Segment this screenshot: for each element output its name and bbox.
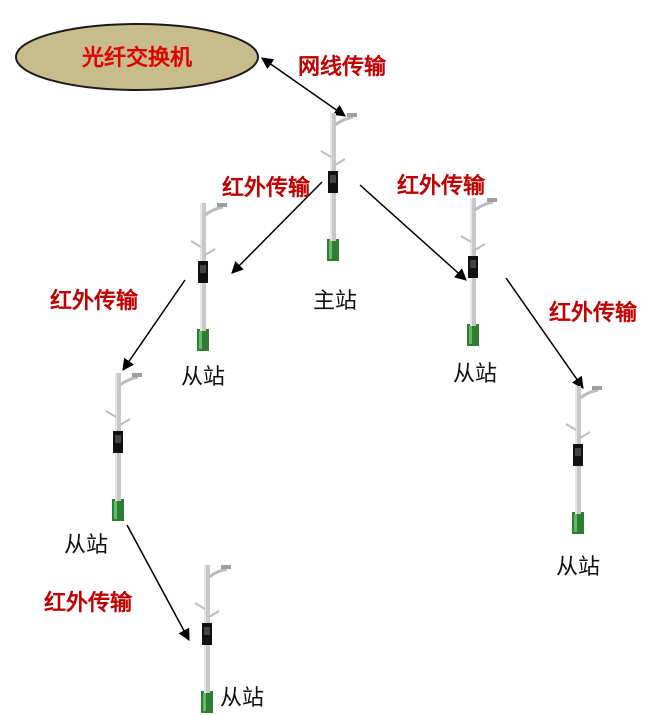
ir-link-c-to-e-label: 红外传输 — [44, 590, 133, 616]
main-station-pole-icon — [319, 111, 359, 263]
ir-link-a-to-c-label: 红外传输 — [50, 288, 139, 314]
slave-station-d-pole-icon — [564, 384, 604, 536]
slave-station-a-label: 从站 — [181, 365, 225, 390]
link-arrows — [122, 57, 584, 642]
ethernet-link-label: 网线传输 — [298, 54, 387, 80]
slave-station-b-pole-icon — [459, 196, 499, 348]
ir-link-a-to-c-arrow — [122, 279, 186, 371]
fiber-switch-label: 光纤交换机 — [81, 45, 192, 71]
main-station-label: 主站 — [313, 289, 357, 314]
ir-link-main-to-a-arrow — [231, 181, 323, 274]
slave-station-c-label: 从站 — [64, 533, 108, 558]
ir-link-b-to-d-arrow — [505, 277, 584, 389]
ir-link-main-to-b-arrow — [359, 184, 467, 281]
fiber-switch-node: 光纤交换机 — [15, 23, 259, 91]
slave-station-a-pole-icon — [189, 201, 229, 353]
ir-link-main-to-b-label: 红外传输 — [397, 173, 486, 199]
ir-link-b-to-d-label: 红外传输 — [549, 300, 638, 326]
ir-link-c-to-e-arrow — [126, 524, 190, 642]
slave-station-e-label: 从站 — [220, 686, 264, 711]
slave-station-d-label: 从站 — [556, 555, 600, 580]
ethernet-link-arrow — [261, 57, 346, 117]
slave-station-b-label: 从站 — [453, 362, 497, 387]
ir-link-main-to-a-label: 红外传输 — [222, 175, 311, 201]
slave-station-c-pole-icon — [104, 371, 144, 523]
